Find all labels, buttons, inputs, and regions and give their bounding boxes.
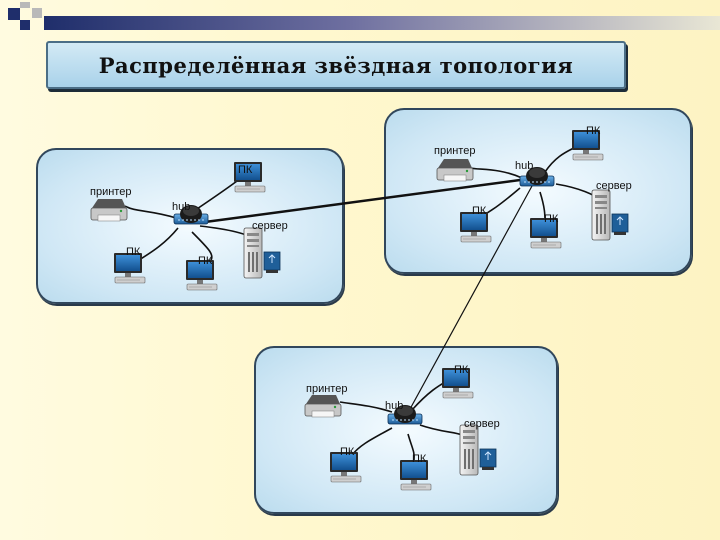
right-pc-label-1: ПК — [472, 205, 487, 217]
bottom-pc-label-2: ПК — [412, 453, 427, 465]
left-printer-label: принтер — [90, 186, 132, 198]
backbone-link-right-bottom — [403, 185, 533, 421]
printer-icon — [90, 198, 128, 222]
page-title: Распределённая звёздная топология — [98, 52, 574, 78]
right-server-label: сервер — [596, 180, 632, 192]
right-pc-label-top: ПК — [586, 125, 601, 137]
left-pc-label-1: ПК — [126, 246, 141, 258]
title-box: Распределённая звёздная топология — [46, 41, 626, 89]
backbone-links — [204, 176, 536, 421]
bottom-server-label: сервер — [464, 418, 500, 430]
bottom-pc-label-top: ПК — [454, 364, 469, 376]
right-hub-label: hub — [515, 160, 534, 172]
backbone-link-left-right — [204, 176, 536, 224]
left-pc-label-top: ПК — [238, 164, 253, 176]
bottom-hub-label: hub — [385, 400, 404, 412]
server-icon — [243, 227, 281, 279]
left-pc-label-2: ПК — [198, 255, 213, 267]
right-printer-label: принтер — [434, 145, 476, 157]
printer-icon — [304, 394, 342, 418]
bottom-pc-label-1: ПК — [340, 446, 355, 458]
left-hub-label: hub — [172, 201, 191, 213]
bottom-printer-label: принтер — [306, 383, 348, 395]
left-server-label: сервер — [252, 220, 288, 232]
server-icon — [591, 189, 629, 241]
right-pc-label-2: ПК — [544, 213, 559, 225]
printer-icon — [436, 158, 474, 182]
server-icon — [459, 424, 497, 476]
corner-decoration — [8, 2, 720, 30]
lan-left-panel — [36, 148, 344, 304]
